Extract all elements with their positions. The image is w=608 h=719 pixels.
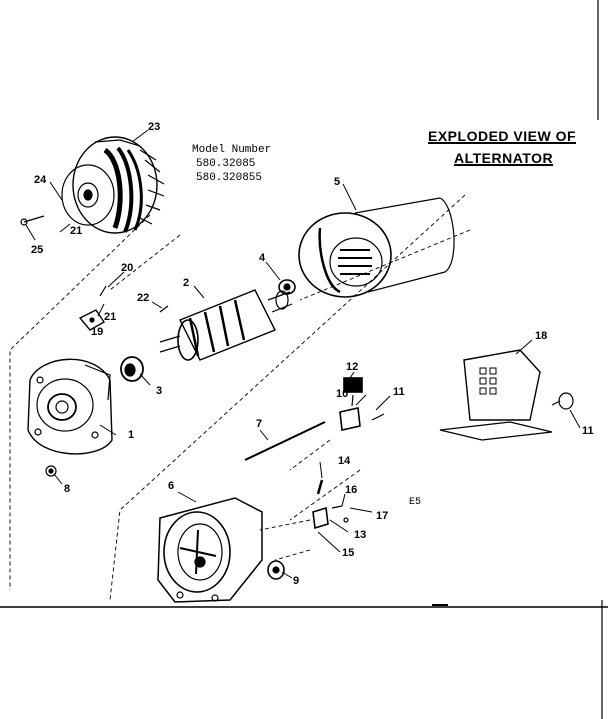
small-screws [20,215,385,523]
bearing-part-9 [267,560,285,580]
right-border-line [597,0,603,719]
part-label-13: 13 [354,529,367,541]
part-label-7: 7 [256,418,263,430]
part-label-6: 6 [168,480,175,492]
bracket-part-19 [78,309,105,331]
part-label-5: 5 [334,176,341,188]
part-label-14: 14 [338,455,351,467]
rectifier-part-10-12 [339,377,363,431]
rod-part-7 [244,421,326,461]
regulator-panel [439,349,574,441]
bearing-part-3 [120,356,144,382]
model-number-1: 580.32085 [196,158,256,170]
part-label-15: 15 [342,547,355,559]
part-label-17: 17 [376,510,389,522]
bearing-part-4 [278,279,296,295]
part-label-21: 21 [70,225,83,237]
part-label-18: 18 [535,330,548,342]
diagram-title-line-2: ALTERNATOR [454,150,554,166]
rear-housing [298,197,455,298]
part-label-2: 2 [183,277,190,289]
model-number-2: 580.320855 [196,172,263,184]
part-label-24: 24 [34,174,47,186]
part-label-19: 19 [91,326,104,338]
part-label-11: 11 [582,425,594,437]
leader-lines [25,129,581,579]
part-label-4: 4 [259,252,266,264]
part-label-9: 9 [293,575,300,587]
model-number-heading: Model Number [192,144,272,156]
part-label-25: 25 [31,244,44,256]
diagram-title-line-1: EXPLODED VIEW OF [428,128,577,144]
diagram-code: E5 [409,497,422,508]
fan-pulley [61,136,165,234]
part-label-10: 10 [336,388,349,400]
part-label-22: 22 [137,292,150,304]
part-label-21: 21 [104,311,117,323]
part-label-11: 11 [393,386,405,398]
part-label-23: 23 [148,121,161,133]
front-housing [157,497,263,603]
part-label-12: 12 [346,361,359,373]
part-label-20: 20 [121,262,134,274]
terminal-part-13-14 [312,479,329,530]
assembly-guide-lines [9,194,471,601]
rotor [159,289,293,361]
front-end-bell [27,358,113,455]
part-label-8: 8 [64,483,71,495]
part-label-3: 3 [156,385,163,397]
part-label-1: 1 [128,429,135,441]
part-label-16: 16 [345,484,358,496]
